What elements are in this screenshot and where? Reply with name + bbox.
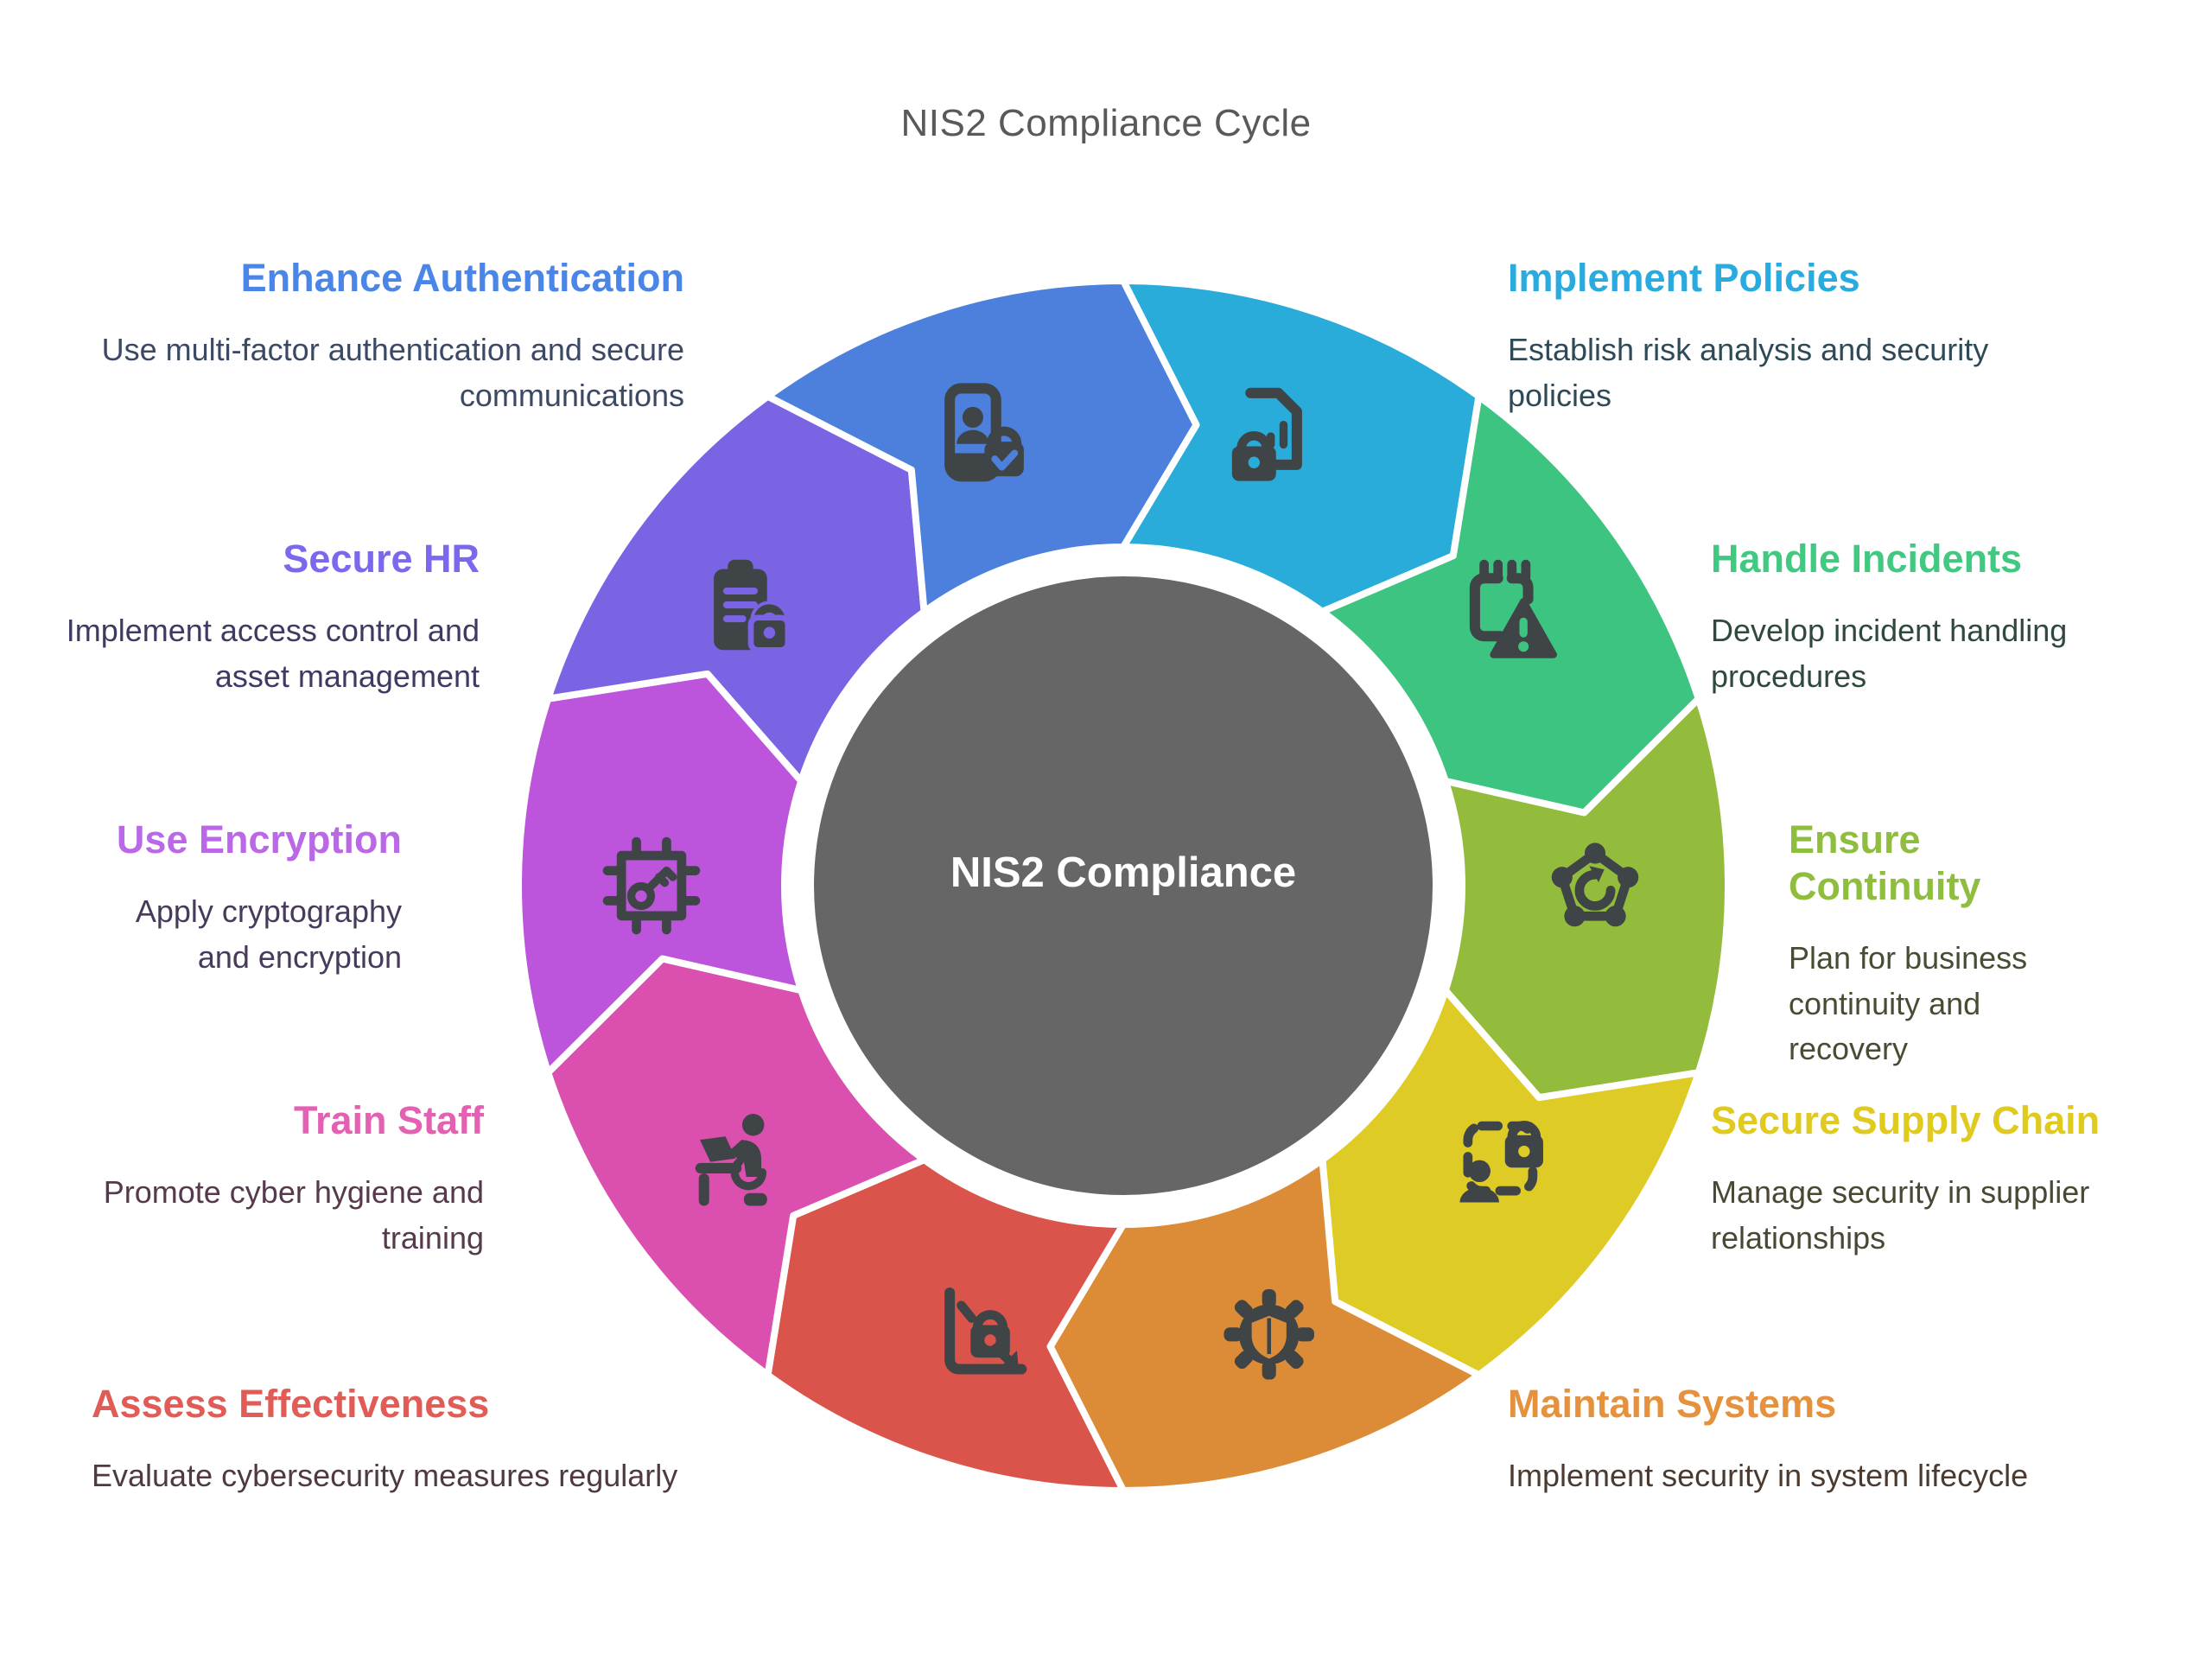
label-train-staff: Train Staff Promote cyber hygiene and tr…: [52, 1097, 484, 1261]
section-desc: Evaluate cybersecurity measures regularl…: [92, 1458, 678, 1493]
label-assess-effectiveness: Assess Effectiveness Evaluate cybersecur…: [92, 1381, 783, 1499]
section-title: Use Encryption: [116, 817, 402, 861]
label-secure-supply-chain: Secure Supply Chain Manage security in s…: [1711, 1097, 2156, 1261]
section-title: Enhance Authentication: [240, 256, 684, 300]
section-title: Assess Effectiveness: [92, 1382, 490, 1426]
label-enhance-authentication: Enhance Authentication Use multi-factor …: [28, 255, 684, 418]
label-secure-hr: Secure HR Implement access control and a…: [48, 536, 480, 699]
section-desc: Use multi-factor authentication and secu…: [101, 332, 684, 413]
label-implement-policies: Implement Policies Establish risk analys…: [1508, 255, 2078, 418]
gear-shield-icon: [1224, 1289, 1314, 1380]
center-label: NIS2 Compliance: [950, 849, 1297, 896]
wheel-segment-enhance-authentication: [764, 277, 1200, 615]
section-title: Secure HR: [283, 537, 480, 581]
section-title: Ensure Continuity: [1789, 817, 1981, 908]
section-desc: Promote cyber hygiene and training: [103, 1174, 484, 1256]
section-desc: Manage security in supplier relationship…: [1711, 1174, 2090, 1256]
center-circle: [814, 576, 1433, 1195]
section-desc: Plan for business continuity and recover…: [1789, 940, 2028, 1067]
label-use-encryption: Use Encryption Apply cryptography and en…: [22, 817, 402, 980]
label-ensure-continuity: Ensure Continuity Plan for business cont…: [1789, 817, 2100, 1072]
section-title: Maintain Systems: [1508, 1382, 1837, 1426]
section-desc: Develop incident handling procedures: [1711, 613, 2068, 694]
key-frame-icon: [607, 842, 696, 930]
section-title: Train Staff: [293, 1098, 484, 1142]
section-desc: Apply cryptography and encryption: [135, 893, 402, 975]
diagram-title: NIS2 Compliance Cycle: [900, 102, 1312, 144]
section-desc: Establish risk analysis and security pol…: [1508, 332, 1989, 413]
section-desc: Implement security in system lifecycle: [1508, 1458, 2029, 1493]
section-title: Secure Supply Chain: [1711, 1098, 2101, 1142]
label-handle-incidents: Handle Incidents Develop incident handli…: [1711, 536, 2117, 699]
section-desc: Implement access control and asset manag…: [66, 613, 480, 694]
section-title: Implement Policies: [1508, 256, 1860, 300]
label-maintain-systems: Maintain Systems Implement security in s…: [1508, 1381, 2190, 1499]
wheel-segments: [515, 277, 1732, 1494]
section-title: Handle Incidents: [1711, 537, 2023, 581]
